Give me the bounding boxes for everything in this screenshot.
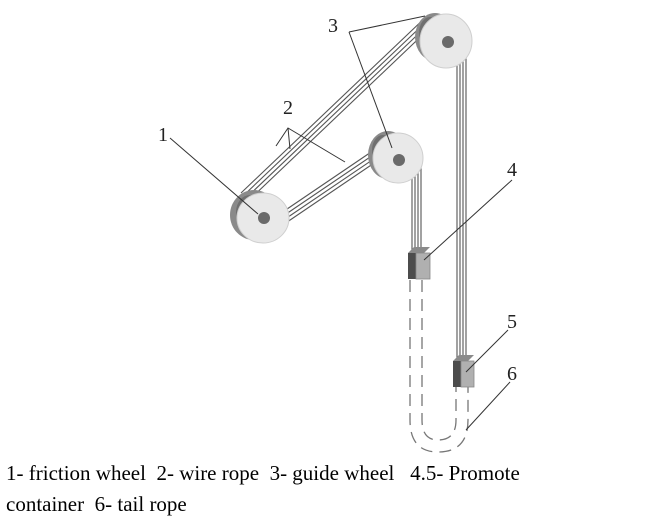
container-4 <box>408 247 431 280</box>
wire-rope-upper <box>240 14 435 203</box>
friction-wheel-hub <box>258 212 270 224</box>
label-friction-wheel: 1 <box>158 124 168 146</box>
label-tail-rope: 6 <box>507 363 517 385</box>
mine-hoist-diagram: 1 2 3 4 5 6 <box>158 13 517 453</box>
label-guide-wheel: 3 <box>328 15 338 37</box>
caption-line-2: container 6- tail rope <box>6 492 187 516</box>
label-container-4: 4 <box>507 159 517 181</box>
guide-wheel-small-hub <box>393 154 405 166</box>
container-5 <box>453 355 475 388</box>
label-wire-rope: 2 <box>283 97 293 119</box>
caption-line-1: 1- friction wheel 2- wire rope 3- guide … <box>6 461 520 485</box>
figure-caption: 1- friction wheel 2- wire rope 3- guide … <box>6 458 656 520</box>
label-container-5: 5 <box>507 311 517 333</box>
hoist-rope-right <box>456 56 467 362</box>
hoist-rope-left <box>411 165 422 256</box>
leader-lines <box>169 15 513 431</box>
guide-wheel-small <box>368 131 424 184</box>
guide-wheel-large <box>415 13 473 69</box>
friction-wheel <box>230 190 290 244</box>
guide-wheel-large-hub <box>442 36 454 48</box>
tail-rope <box>409 280 469 453</box>
